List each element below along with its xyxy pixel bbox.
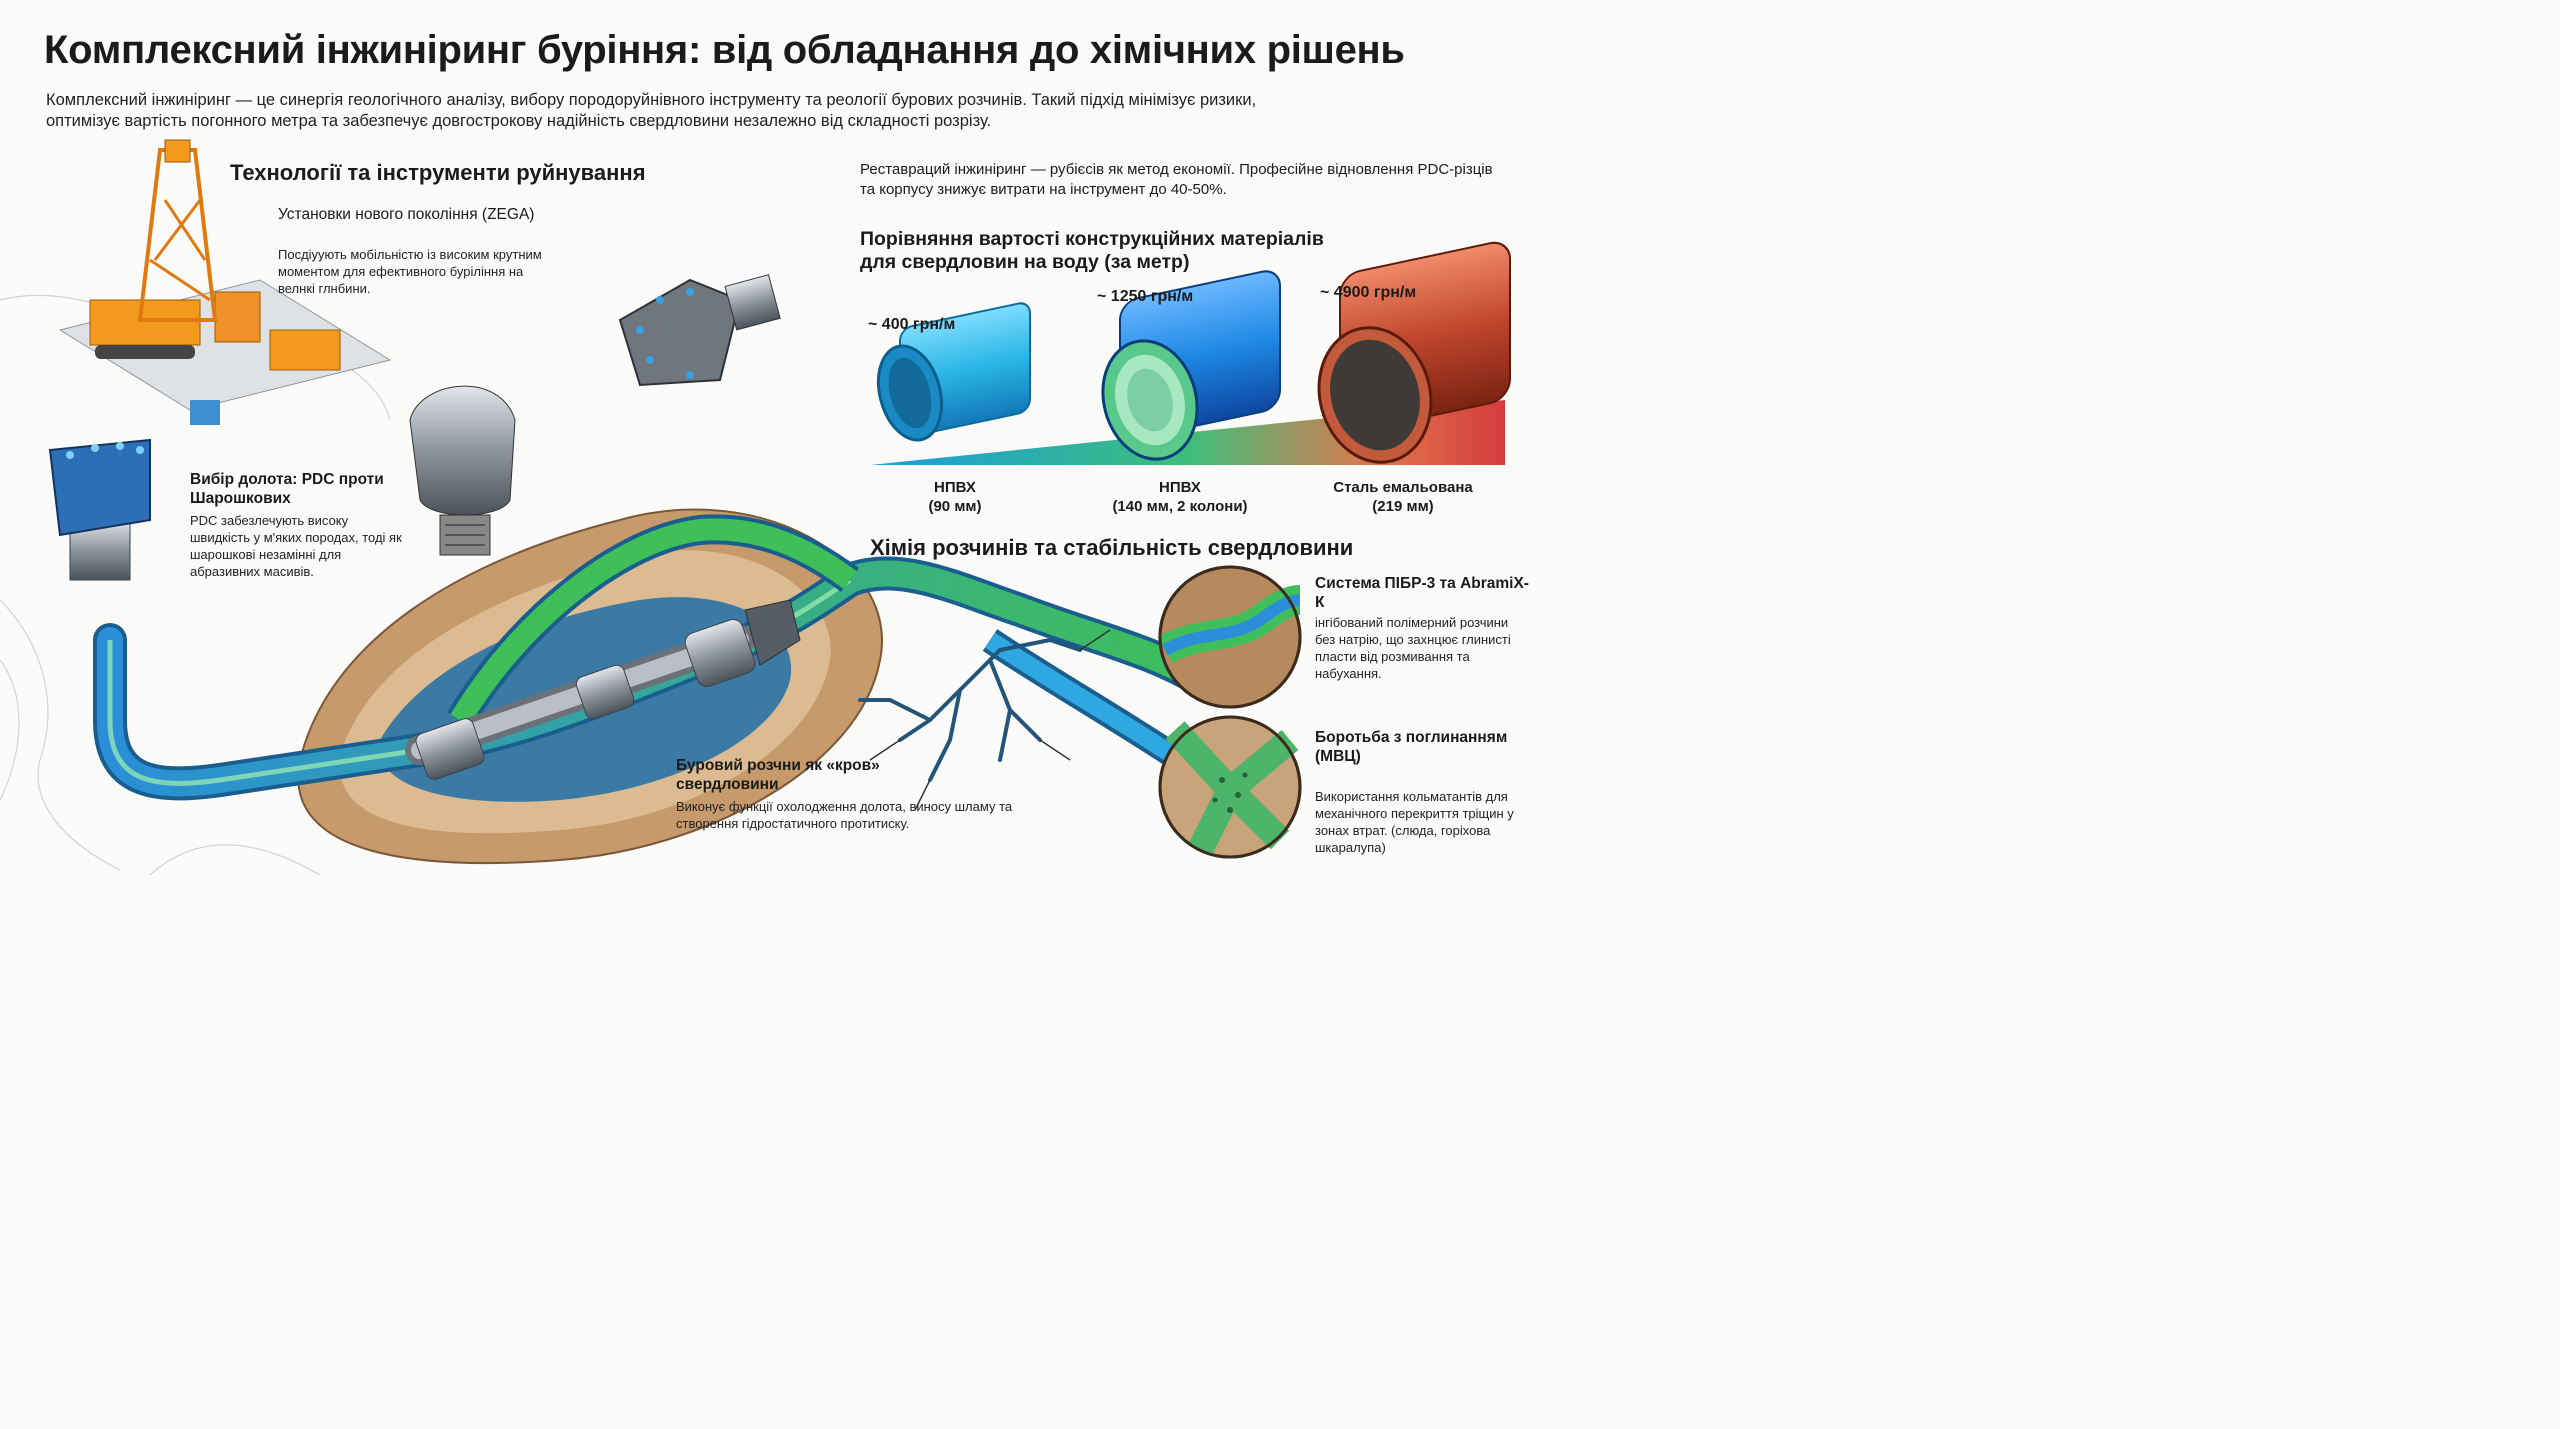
fluid-description: Виконує функції охолодження долота, вино… (676, 799, 1013, 831)
comparison-title: Порівняння вартості конструкційних матер… (860, 228, 1324, 274)
rigs-description: Посдіуують мобільністю із високим крутни… (278, 247, 542, 296)
pipe-label-steel-219-line2: (219 мм) (1372, 498, 1434, 515)
pipe-steel-219-icon (1317, 241, 1511, 464)
restoration-text: Реставраций інжиніринг — рубієсів як мет… (860, 161, 1493, 198)
drill-string-icon (405, 599, 801, 780)
pipe-label-steel-219: Сталь емальована (219 мм) (1318, 478, 1488, 516)
pipe-label-pvc-140-line2: (140 мм, 2 колони) (1112, 498, 1248, 515)
pipe-label-pvc-90-line1: НПВХ (934, 479, 976, 496)
comparison-title-line2: для свердловин на воду (за метр) (860, 251, 1190, 273)
pipe-label-pvc-140: НПВХ (140 мм, 2 колони) (1090, 478, 1270, 516)
price-pvc-90: ~ 400 грн/м (868, 316, 956, 333)
pipe-pvc-140-icon (1101, 270, 1281, 461)
system-title: Система ПІБР-3 та AbramiX-К (1315, 575, 1529, 611)
comparison-title-line1: Порівняння вартості конструкційних матер… (860, 228, 1324, 250)
pipe-label-pvc-90: НПВХ (90 мм) (905, 478, 1005, 516)
restored-pdc-bit-icon (618, 274, 781, 387)
bits-description: PDC забезлечують високу швидкість у м'як… (190, 513, 402, 579)
pipe-label-pvc-140-line1: НПВХ (1159, 479, 1201, 496)
loss-title: Боротьба з поглинанням (МВЦ) (1315, 729, 1508, 765)
pipe-label-pvc-90-line2: (90 мм) (928, 498, 982, 515)
intro-paragraph: Комплексний інжиніринг — це синергія гео… (46, 91, 1257, 130)
bits-title: Вибір долота: PDC проти Шарошкових (190, 471, 384, 507)
pipe-label-steel-219-line1: Сталь емальована (1333, 479, 1473, 496)
technology-section-title: Технології та інструменти руйнування (230, 160, 646, 185)
fluid-title: Буровий розчни як «кров» свердловини (676, 757, 880, 793)
rock-cracks-thin (869, 629, 1111, 811)
page-title: Комплексний інжиніринг буріння: від обла… (44, 28, 1405, 72)
illustration-canvas (0, 139, 1511, 875)
drilling-rig-icon (58, 139, 392, 425)
loss-description: Використання кольматантів для механічног… (1315, 789, 1514, 855)
rock-cracks-icon (858, 637, 1082, 782)
chemistry-section-title: Хімія розчинів та стабільність свердлови… (870, 535, 1354, 560)
price-steel-219: ~ 4900 грн/м (1320, 284, 1417, 301)
loss-detail-circle-icon (1158, 715, 1302, 859)
price-pvc-140: ~ 1250 грн/м (1097, 288, 1194, 305)
pipe-pvc-90-icon (876, 302, 1031, 442)
system-description: інгібований полімерний розчини без натрі… (1315, 615, 1511, 681)
rigs-title: Установки нового покоління (ZEGA) (278, 206, 535, 223)
system-detail-circle-icon (1157, 565, 1302, 709)
pdc-bit-icon (48, 438, 151, 581)
roller-cone-bit-icon (409, 385, 516, 556)
